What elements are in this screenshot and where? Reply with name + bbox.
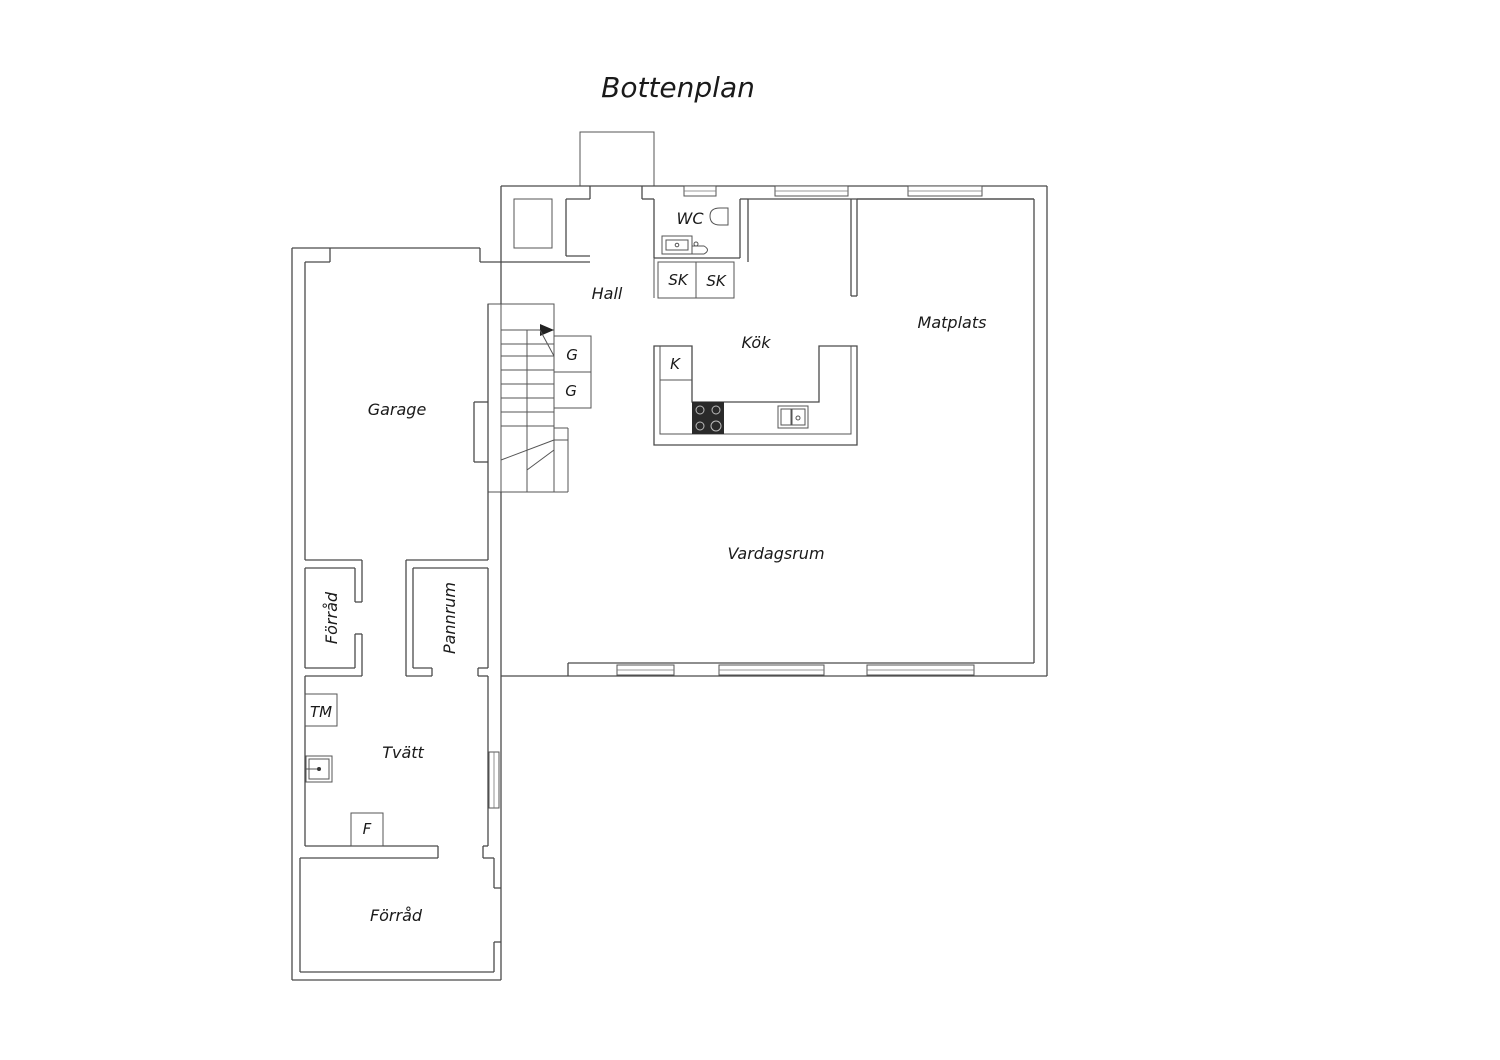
closets <box>653 258 735 299</box>
closet-label-2: SK <box>706 272 727 290</box>
dryer-label: TM <box>310 703 332 721</box>
freezer-box <box>350 812 384 847</box>
room-label-kitchen: Kök <box>742 333 772 352</box>
toilet-icon <box>709 207 729 226</box>
entrance-walls <box>479 186 655 263</box>
room-label-wc: WC <box>677 209 705 228</box>
dryer-box <box>304 693 338 727</box>
kitchen-counter <box>653 345 858 446</box>
wardrobes <box>553 335 592 409</box>
garage-wing-walls <box>291 247 502 981</box>
room-label-garage: Garage <box>368 400 427 419</box>
fridge-label: K <box>670 355 681 373</box>
outer-walls <box>500 185 1048 677</box>
room-label-laundry: Tvätt <box>382 743 424 762</box>
room-label-dining: Matplats <box>918 313 987 332</box>
plan-title: Bottenplan <box>601 71 755 104</box>
entrance-porch <box>579 131 655 187</box>
room-label-storage-bottom: Förråd <box>370 906 423 925</box>
room-label-boiler: Pannrum <box>440 582 459 654</box>
windows-top <box>683 185 983 197</box>
wardrobe-label-1: G <box>566 346 578 364</box>
room-label-storage-side: Förråd <box>322 591 341 644</box>
stair-arrow-icon <box>540 324 554 336</box>
wc-room <box>653 198 748 259</box>
staircase <box>473 303 569 493</box>
kitchen-sink-icon <box>777 405 809 429</box>
closet-label-1: SK <box>668 271 689 289</box>
sink-icon <box>661 235 693 255</box>
windows-bottom <box>616 664 975 676</box>
wardrobe-label-2: G <box>565 382 577 400</box>
freezer-label: F <box>363 820 372 838</box>
room-label-hall: Hall <box>592 284 623 303</box>
laundry-fixtures <box>304 693 384 847</box>
room-label-living: Vardagsrum <box>727 544 824 563</box>
shower-tap-icon <box>691 245 708 255</box>
